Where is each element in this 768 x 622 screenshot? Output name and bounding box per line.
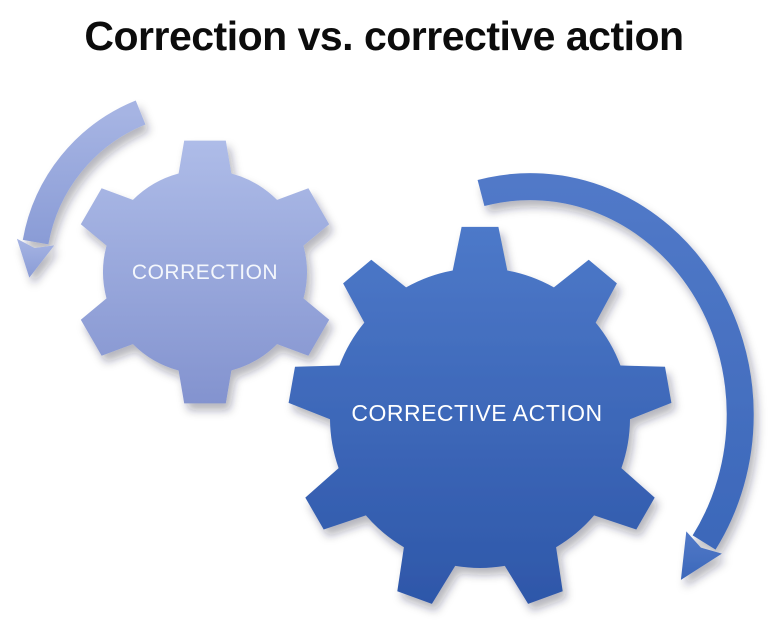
diagram-title: Correction vs. corrective action — [84, 13, 684, 59]
counterclockwise-arrow-arc — [22, 100, 146, 245]
corrective-action-gear-label: CORRECTIVE ACTION — [351, 400, 602, 426]
gear-icon — [288, 226, 672, 604]
clockwise-arrow-icon — [477, 173, 754, 580]
clockwise-arrowhead — [680, 531, 722, 580]
correction-gear: CORRECTION — [80, 140, 330, 404]
counterclockwise-arrowhead — [16, 238, 55, 278]
counterclockwise-arrow-icon — [16, 100, 146, 278]
clockwise-arrow-arc — [477, 173, 754, 550]
correction-gear-label: CORRECTION — [132, 261, 278, 284]
gear-icon — [80, 140, 330, 404]
corrective-action-gear: CORRECTIVE ACTION — [288, 226, 672, 604]
